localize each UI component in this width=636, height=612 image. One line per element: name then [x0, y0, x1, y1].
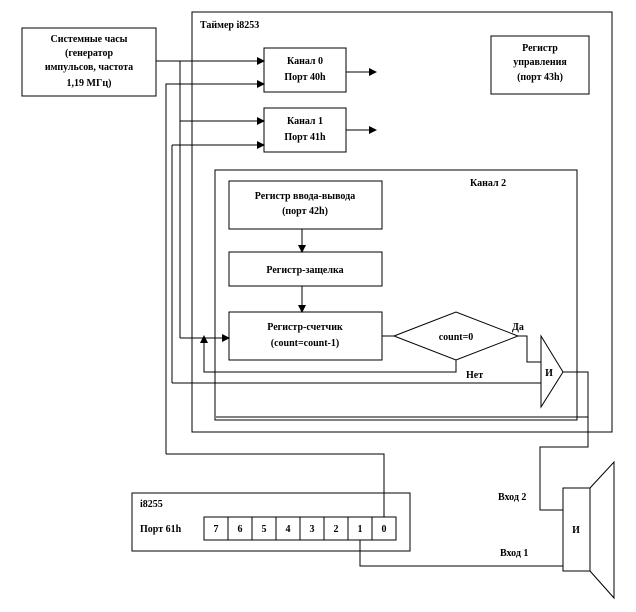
port-bit-5-label: 5 [262, 524, 267, 535]
speaker-cone [589, 460, 615, 600]
channel0-box: Канал 0 Порт 40h [263, 47, 347, 93]
control-line-2: управления [513, 57, 567, 68]
channel2-frame [214, 169, 578, 421]
speaker-gate-label: И [572, 525, 580, 536]
channel1-line-1: Канал 1 [287, 116, 323, 127]
control-line-3: (порт 43h) [517, 72, 563, 83]
ppi-title: i8255 [140, 499, 163, 510]
port-bit-2-label: 2 [334, 524, 339, 535]
decision-diamond: count=0 [392, 311, 520, 361]
port-bit-3-label: 3 [310, 524, 315, 535]
system-clock-box: Системные часы (генератор импульсов, час… [21, 27, 157, 97]
channel2-title: Канал 2 [470, 178, 506, 189]
timer-frame [191, 11, 613, 433]
and-gate-channel2-label: И [545, 368, 553, 379]
port-bit-4-label: 4 [286, 524, 291, 535]
port-bit-7-label: 7 [214, 524, 219, 535]
latch-register-label: Регистр-защелка [266, 265, 343, 276]
yes-label: Да [512, 322, 524, 333]
ppi-port-label: Порт 61h [140, 524, 182, 535]
timer-title: Таймер i8253 [200, 20, 259, 31]
port-bit-1-label: 1 [358, 524, 363, 535]
speaker-input1-label: Вход 1 [500, 548, 528, 559]
wire-gate-ch0 [165, 80, 265, 454]
channel1-line-2: Порт 41h [284, 132, 326, 143]
clock-line-1: Системные часы [51, 34, 128, 45]
no-label: Нет [466, 370, 483, 381]
speaker-gate-box: И [562, 487, 591, 572]
latch-register-box: Регистр-защелка [228, 251, 383, 287]
wire-and-input2 [539, 417, 589, 511]
counter-register-line-1: Регистр-счетчик [267, 322, 343, 333]
control-line-1: Регистр [522, 43, 558, 54]
speaker-input2-label: Вход 2 [498, 492, 526, 503]
channel0-line-1: Канал 0 [287, 56, 323, 67]
wire-yes-and [518, 335, 541, 363]
wire-and-feedback [216, 371, 589, 418]
io-register-box: Регистр ввода-вывода (порт 42h) [228, 180, 383, 230]
counter-register-box: Регистр-счетчик (count=count-1) [228, 311, 383, 361]
wire-bit1-input1 [359, 540, 563, 567]
decision-label: count=0 [439, 332, 474, 343]
wire-no-loop [200, 335, 457, 373]
clock-line-4: 1,19 МГц) [67, 78, 112, 89]
and-gate-channel2: И [540, 334, 564, 409]
ppi-frame [131, 492, 411, 552]
io-register-line-1: Регистр ввода-вывода [255, 191, 355, 202]
clock-line-3: импульсов, частота [45, 62, 133, 73]
clock-line-2: (генератор [65, 48, 113, 59]
channel0-line-2: Порт 40h [284, 72, 326, 83]
control-register-box: Регистр управления (порт 43h) [490, 35, 590, 95]
port-bits: 7 6 5 4 3 2 1 0 [203, 516, 397, 541]
channel1-box: Канал 1 Порт 41h [263, 107, 347, 153]
wire-bit0-and [166, 453, 385, 517]
port-bit-6-label: 6 [238, 524, 243, 535]
io-register-line-2: (порт 42h) [282, 206, 328, 217]
counter-register-line-2: (count=count-1) [271, 338, 339, 349]
port-bit-0-label: 0 [382, 524, 387, 535]
